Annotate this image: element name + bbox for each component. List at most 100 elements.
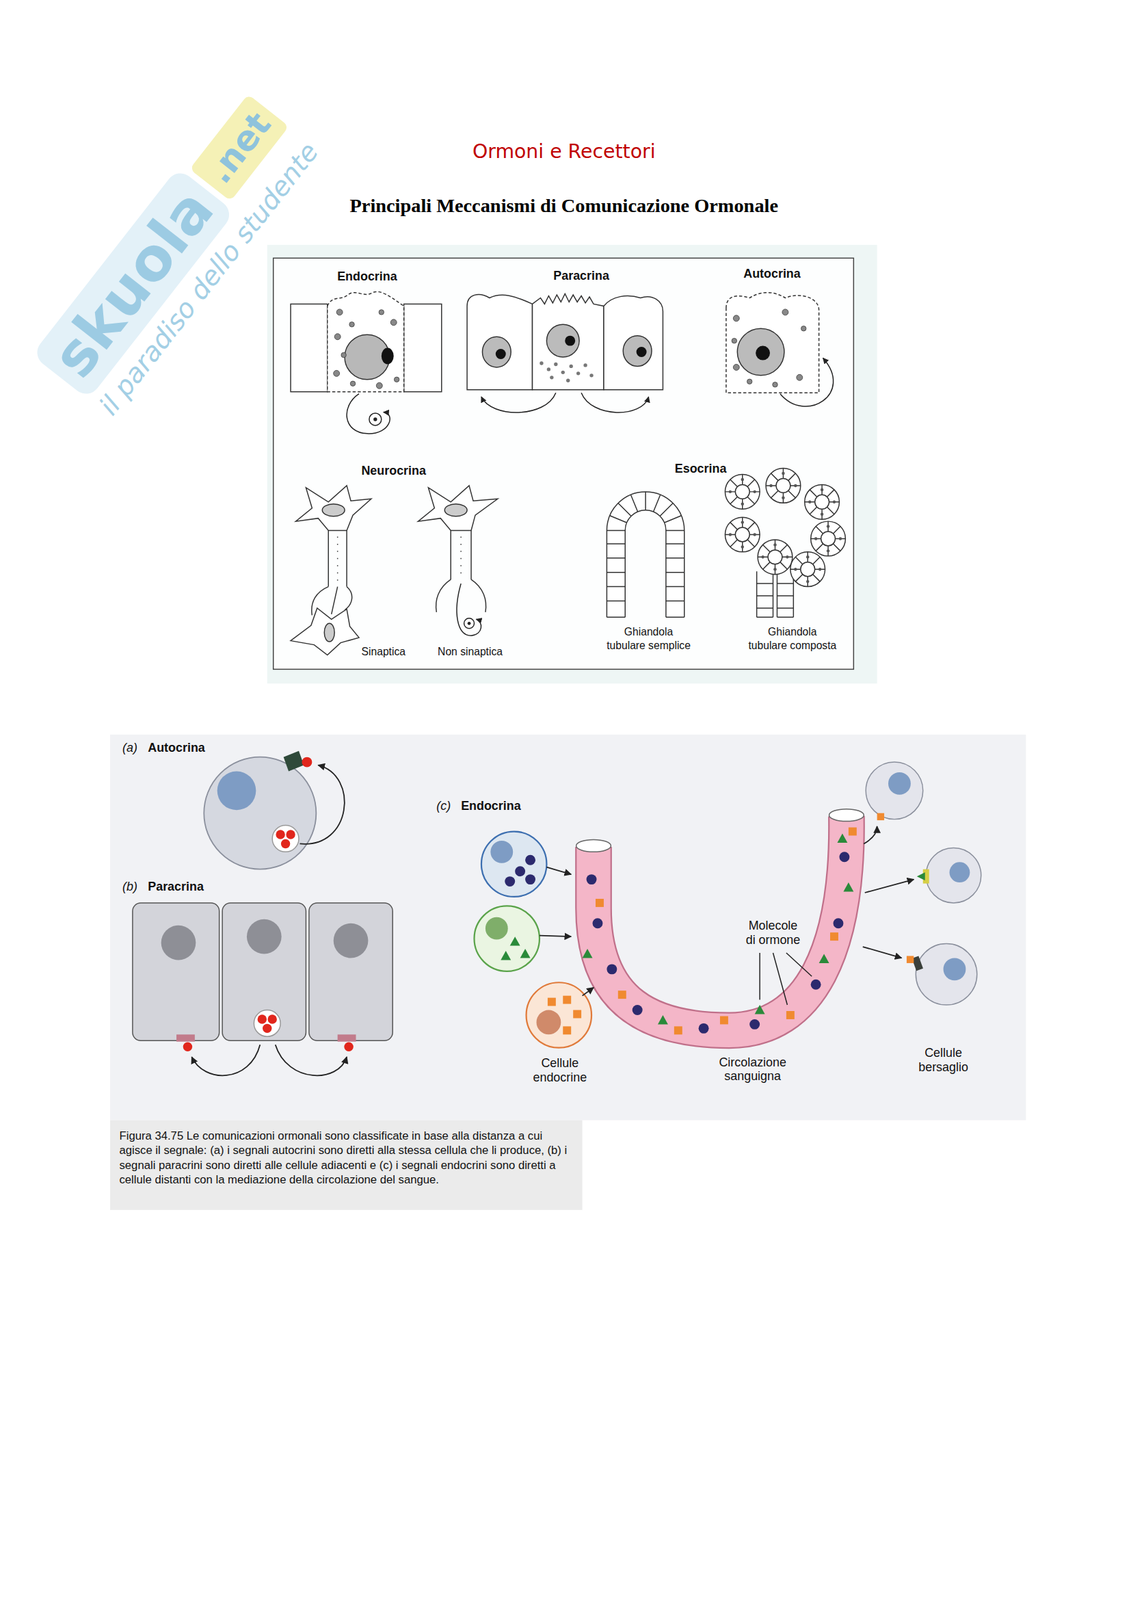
- blood-vessel-drawing: [843, 882, 854, 891]
- neuron-drawing: [322, 503, 345, 517]
- figure-background: [110, 1120, 583, 1210]
- endocrine-cells-drawing: [539, 935, 571, 937]
- paracrine-cells-drawing: [553, 362, 558, 366]
- blood-vessel-drawing: [657, 1014, 669, 1024]
- endocrine-cell-drawing: [350, 380, 355, 386]
- compound-gland-drawing: [724, 516, 760, 552]
- figure-frame: [273, 257, 855, 669]
- paracrine-cells-drawing: [481, 392, 556, 413]
- autocrine-cell-drawing: [801, 326, 807, 331]
- endocrine-cells-drawing: [582, 987, 594, 996]
- figure-caption: Figura 34.75 Le comunicazioni ormonali s…: [118, 1128, 578, 1187]
- blood-vessel-drawing: [848, 827, 857, 836]
- autocrine-cell-drawing: [217, 771, 257, 811]
- paracrine-cells-drawing: [246, 919, 282, 954]
- simple-gland-drawing: [606, 491, 684, 617]
- paracrine-cells-drawing: [309, 902, 393, 1041]
- blood-vessel-drawing: [810, 979, 822, 990]
- endocrine-cell-drawing: [381, 348, 394, 365]
- endocrine-cell-drawing: [346, 393, 390, 434]
- target-cells-drawing: [915, 943, 977, 1005]
- figure-background: [110, 734, 1026, 1121]
- paracrine-cells-drawing: [539, 361, 543, 365]
- compound-gland-drawing: [790, 551, 826, 587]
- leader-line: [773, 952, 788, 1005]
- paracrine-cells-drawing: [549, 375, 554, 379]
- target-cells-drawing: [888, 772, 911, 795]
- panel-letter: (b): [122, 879, 140, 894]
- autocrine-cell-drawing: [746, 378, 752, 384]
- autocrine-cell-drawing: [733, 363, 740, 370]
- blood-vessel-drawing: [720, 1015, 729, 1024]
- neuron-drawing: [296, 485, 372, 531]
- paracrine-cells-drawing: [539, 361, 593, 383]
- endocrine-cells-drawing: [525, 873, 536, 885]
- callout-label: Molecole di ormone: [745, 917, 802, 948]
- blood-vessel-drawing: [698, 1022, 710, 1034]
- endocrine-cells-drawing: [520, 948, 531, 958]
- endocrine-cell-drawing: [334, 333, 341, 340]
- endocrine-cells-drawing: [490, 840, 513, 863]
- blood-vessel-drawing: [576, 839, 612, 852]
- blood-vessel-drawing: [618, 990, 627, 999]
- part-label: Non sinaptica: [436, 644, 504, 658]
- endocrine-cell-drawing: [349, 322, 355, 327]
- endocrine-cells-drawing: [504, 875, 515, 887]
- figure-background: [110, 734, 1026, 1210]
- endocrine-cells-drawing: [514, 865, 526, 876]
- autocrine-cell-drawing: [731, 337, 737, 343]
- paracrine-cells-drawing: [161, 925, 197, 961]
- paracrine-cells-drawing: [176, 1033, 195, 1041]
- endocrine-cell-drawing: [327, 291, 405, 392]
- target-cells-drawing: [862, 946, 902, 958]
- endocrine-cell-drawing: [390, 319, 397, 326]
- target-cells-drawing: [865, 879, 915, 893]
- neuron-drawing: [324, 622, 335, 642]
- blood-vessel-drawing: [754, 1004, 766, 1014]
- autocrine-cell-drawing: [782, 309, 789, 316]
- endocrine-cells-drawing: [525, 854, 536, 866]
- endocrine-cell-drawing: [393, 376, 399, 382]
- panel-heading: Paracrina: [147, 879, 206, 894]
- autocrine-cell-drawing: [285, 829, 295, 839]
- autocrine-cell-drawing: [726, 292, 820, 394]
- paracrine-cells-drawing: [253, 1009, 281, 1037]
- endocrine-cells-drawing: [500, 950, 511, 960]
- paracrine-cells-drawing: [581, 392, 649, 413]
- target-cells-drawing: [877, 813, 885, 820]
- paracrine-cells-drawing: [569, 364, 574, 368]
- blood-vessel-drawing: [593, 815, 847, 1030]
- paracrine-cells-drawing: [495, 348, 507, 359]
- autocrine-cell-drawing: [281, 839, 290, 848]
- blood-vessel-drawing: [839, 851, 850, 862]
- panel-letter: (a): [122, 740, 140, 755]
- simple-gland-drawing: [606, 491, 684, 531]
- autocrine-cell-drawing: [299, 765, 344, 844]
- autocrine-cell-drawing: [275, 829, 285, 839]
- paracrine-cells-drawing: [636, 346, 647, 357]
- target-cells-drawing: [906, 955, 914, 963]
- endocrine-cell-drawing: [341, 352, 347, 357]
- blood-vessel-drawing: [582, 948, 593, 958]
- paracrine-cells-drawing: [622, 335, 652, 367]
- compound-gland-drawing: [724, 474, 760, 510]
- blood-vessel-drawing: [593, 815, 847, 1030]
- paracrine-cells-drawing: [482, 336, 511, 368]
- panel-heading: Autocrina: [741, 265, 803, 281]
- autocrine-cell-drawing: [283, 750, 305, 772]
- blood-vessel-drawing: [595, 898, 604, 907]
- paracrine-cells-drawing: [467, 294, 532, 390]
- paracrine-cells-drawing: [583, 363, 587, 367]
- endocrine-cell-drawing: [333, 369, 340, 377]
- paracrine-cells-drawing: [561, 370, 565, 375]
- compound-gland-drawing: [756, 583, 794, 617]
- target-cells-drawing: [916, 871, 926, 881]
- simple-gland-drawing: [666, 543, 685, 617]
- neuron-drawing: [464, 618, 475, 629]
- neuron-drawing: [467, 621, 472, 625]
- endocrine-cells-drawing: [481, 831, 547, 897]
- endocrine-cell-drawing: [336, 309, 343, 316]
- blood-vessel-drawing: [836, 833, 848, 843]
- neuron-drawing: [290, 485, 498, 656]
- endocrine-cells-drawing: [474, 831, 594, 1048]
